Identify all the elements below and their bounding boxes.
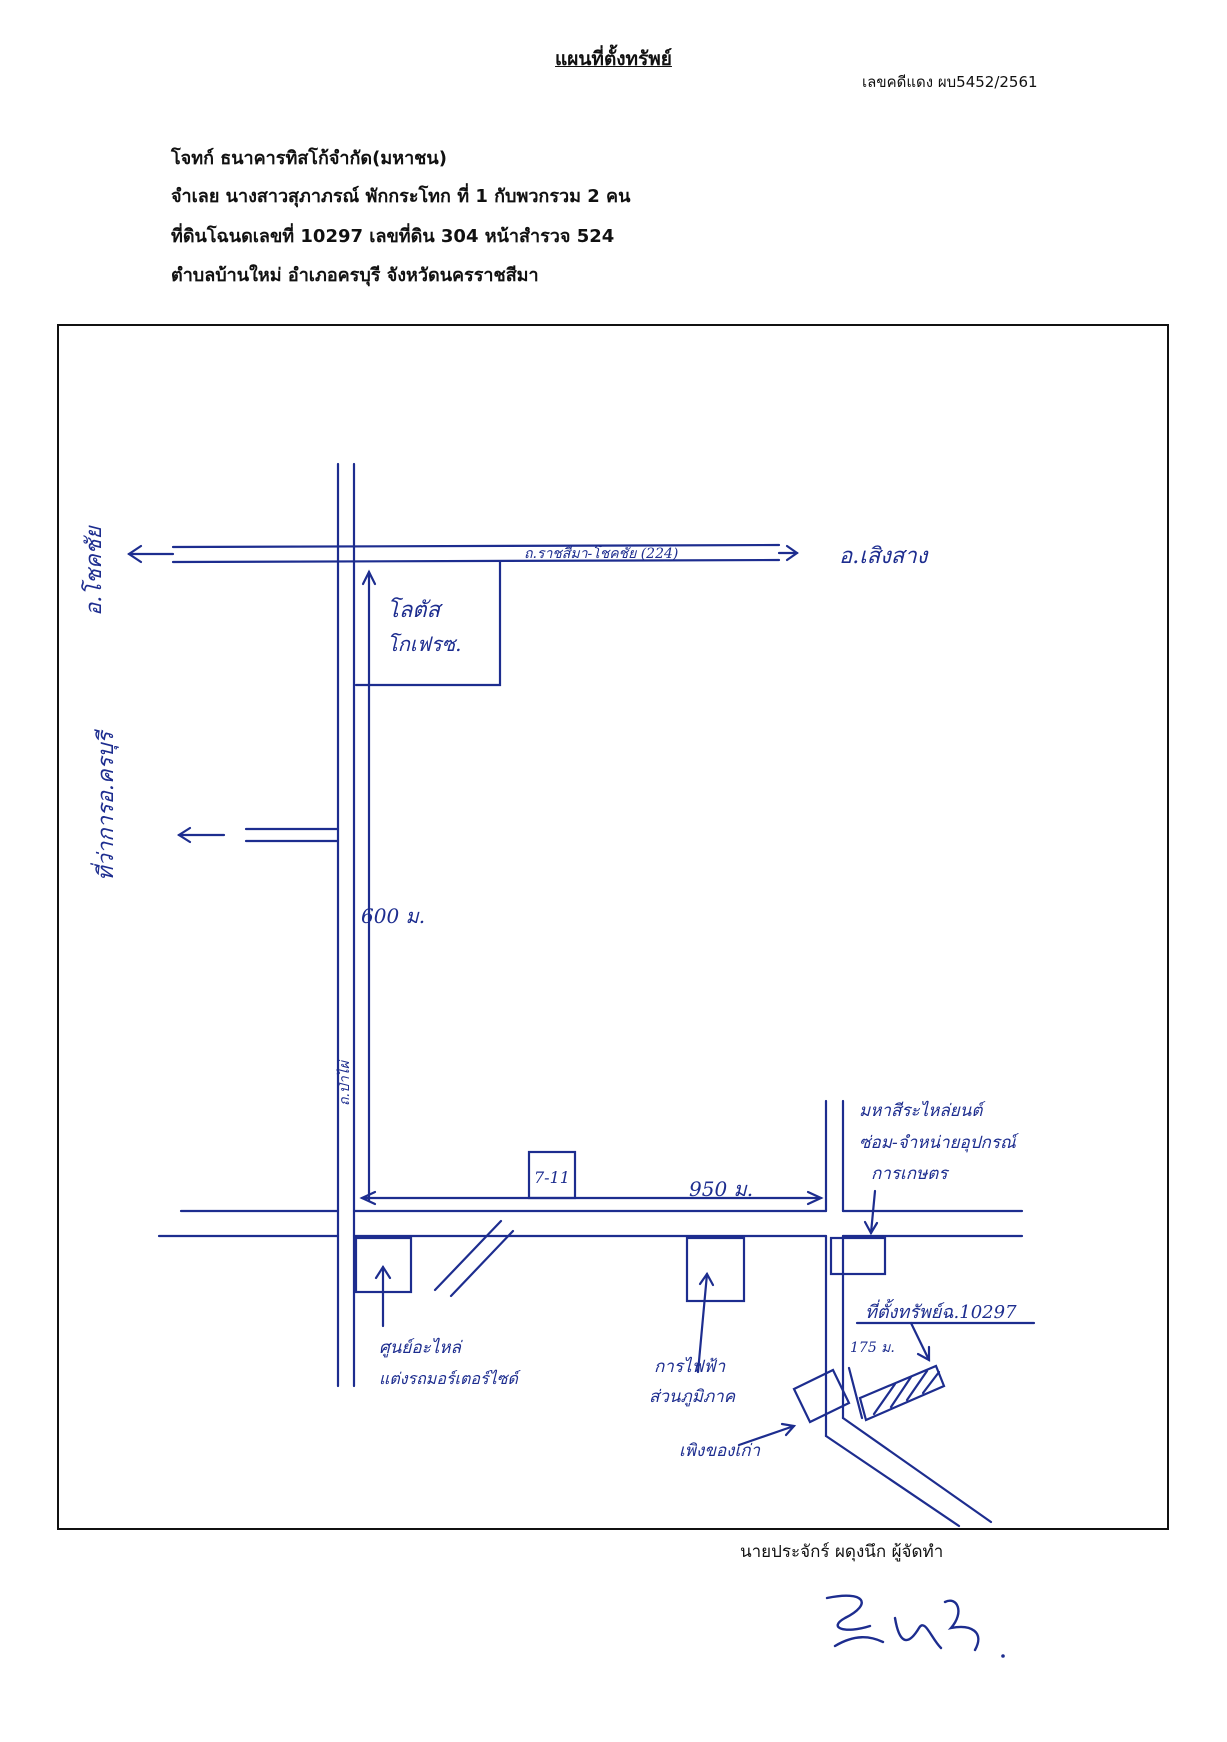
shop-ne-label-2: ซ่อม-จำหน่ายอุปกรณ์: [859, 1133, 1020, 1153]
dest-west-label: อ.โชคชัย: [81, 524, 107, 616]
lotus-building: [354, 560, 502, 687]
plaintiff-line: โจทก์ ธนาคารทิสโก้จำกัด(มหาชน): [171, 148, 447, 169]
property-parcel: [858, 1364, 946, 1422]
shop-sw-arrowhead: [374, 1264, 392, 1280]
diagonal-road-east: [449, 1229, 515, 1298]
seven-eleven-box: [527, 1150, 577, 1200]
pea-label-2: ส่วนภูมิภาค: [649, 1387, 736, 1407]
pea-label-1: การไฟฟ้า: [654, 1356, 726, 1377]
top-road-edge-south: [171, 558, 781, 564]
east-distance-arrowhead-west: [359, 1190, 377, 1206]
east-distance-arrowhead-east: [806, 1190, 824, 1206]
shop-ne-label-3: การเกษตร: [871, 1164, 949, 1184]
property-arrowhead: [916, 1345, 931, 1362]
seven-eleven-label: 7-11: [534, 1168, 570, 1187]
north-distance-label: 600 ม.: [361, 904, 425, 928]
old-shed-arrowhead: [780, 1422, 797, 1437]
shop-ne-arrowhead: [863, 1220, 879, 1236]
shop-sw-label-2: แต่งรถมอร์เตอร์ไซด์: [379, 1369, 521, 1388]
old-shed-label: เพิงของเก่า: [679, 1441, 761, 1461]
shop-ne-box: [829, 1236, 887, 1276]
property-hatch: [921, 1370, 941, 1395]
pea-box: [685, 1236, 746, 1303]
lotus-label-2: โกเฟรซ.: [387, 632, 462, 656]
pea-arrowhead: [698, 1271, 715, 1287]
defendant-line: จำเลย นางสาวสุภาภรณ์ พักกระโทก ที่ 1 กับ…: [171, 186, 631, 207]
east-arrow-head: [785, 544, 799, 562]
property-hatch: [889, 1375, 913, 1409]
old-shed-box: [792, 1368, 851, 1424]
south-distance-line: [847, 1366, 864, 1420]
location-line: ตำบลบ้านใหม่ อำเภอครบุรี จังหวัดนครราชสี…: [171, 265, 539, 286]
south-branch-upper: [841, 1416, 993, 1524]
property-label: ที่ตั้งทรัพย์ฉ.10297: [865, 1298, 1017, 1323]
signature: [825, 1594, 1005, 1658]
hand-drawn-map: ถ.ราชสีมา-โชคชัย (224) อ.เสิงสาง อ.โชคชั…: [81, 462, 1036, 1528]
west-arrow-head: [127, 544, 143, 564]
old-shed-arrow-line: [737, 1424, 796, 1447]
signature-stroke: [825, 1594, 980, 1652]
property-arrow-line: [909, 1321, 931, 1362]
top-road-edge-north: [171, 543, 781, 549]
side-road-label: ถ.ป่าไผ่: [336, 1059, 353, 1106]
south-distance-label: 175 ม.: [850, 1340, 895, 1356]
south-branch-lower: [824, 1434, 961, 1528]
diagonal-road-west: [433, 1219, 503, 1292]
shop-sw-label-1: ศูนย์อะไหล่: [379, 1337, 463, 1358]
west-side-arrowhead: [176, 826, 192, 844]
map-frame: ถ.ราชสีมา-โชคชัย (224) อ.เสิงสาง อ.โชคชั…: [57, 324, 1169, 1530]
case-number: เลขคดีแดง ผบ5452/2561: [862, 73, 1038, 91]
dest-east-label: อ.เสิงสาง: [839, 544, 930, 569]
land-deed-line: ที่ดินโฉนดเลขที่ 10297 เลขที่ดิน 304 หน้…: [171, 226, 615, 247]
west-side-label: ที่ว่าการอ.ครบุรี: [90, 729, 119, 881]
shop-ne-arrow-line: [869, 1189, 877, 1235]
lotus-label: โลตัส: [387, 597, 444, 623]
property-hatch: [905, 1369, 929, 1402]
document-title: แผนที่ตั้งทรัพย์: [555, 48, 672, 70]
shop-ne-label-1: มหาสีระไหล่ยนต์: [859, 1100, 986, 1121]
preparer-line: นายประจักร์ ผดุงนึก ผู้จัดทำ: [740, 1542, 944, 1562]
property-hatch: [872, 1382, 897, 1416]
signature-dot: [1001, 1654, 1005, 1658]
east-distance-label: 950 ม.: [689, 1177, 753, 1201]
pea-arrow-line: [696, 1272, 709, 1374]
top-road-label: ถ.ราชสีมา-โชคชัย (224): [524, 545, 678, 562]
north-distance-arrowhead: [361, 569, 377, 586]
